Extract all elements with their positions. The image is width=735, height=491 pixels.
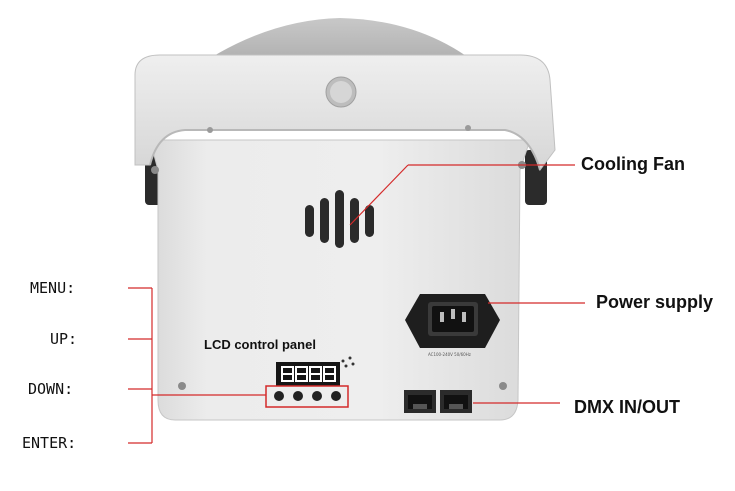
screw: [465, 125, 471, 131]
power-supply-label: Power supply: [596, 292, 714, 312]
up-label: UP:: [50, 330, 78, 348]
button-group-frame: [265, 385, 349, 408]
screw: [178, 382, 186, 390]
device-body: [149, 139, 531, 421]
display-digits: [281, 366, 336, 382]
socket-rating: AC100-240V 50/60Hz: [428, 352, 471, 357]
button-menu: [274, 391, 284, 401]
enter-label: ENTER:: [22, 434, 77, 452]
lcd-panel-title: LCD control panel: [204, 337, 316, 352]
screw: [207, 127, 213, 133]
display-value: 8888: [276, 362, 340, 386]
leader-lines: [128, 164, 585, 444]
cooling-fan-label: Cooling Fan: [581, 154, 685, 174]
button-down: [312, 391, 322, 401]
screw: [499, 382, 507, 390]
button-enter: [331, 391, 341, 401]
button-up: [293, 391, 303, 401]
screw: [151, 166, 159, 174]
menu-label: MENU:: [30, 279, 76, 297]
dmx-label: DMX IN/OUT: [574, 397, 680, 417]
down-label: DOWN:: [28, 380, 74, 398]
indicator-dots: [341, 356, 355, 368]
